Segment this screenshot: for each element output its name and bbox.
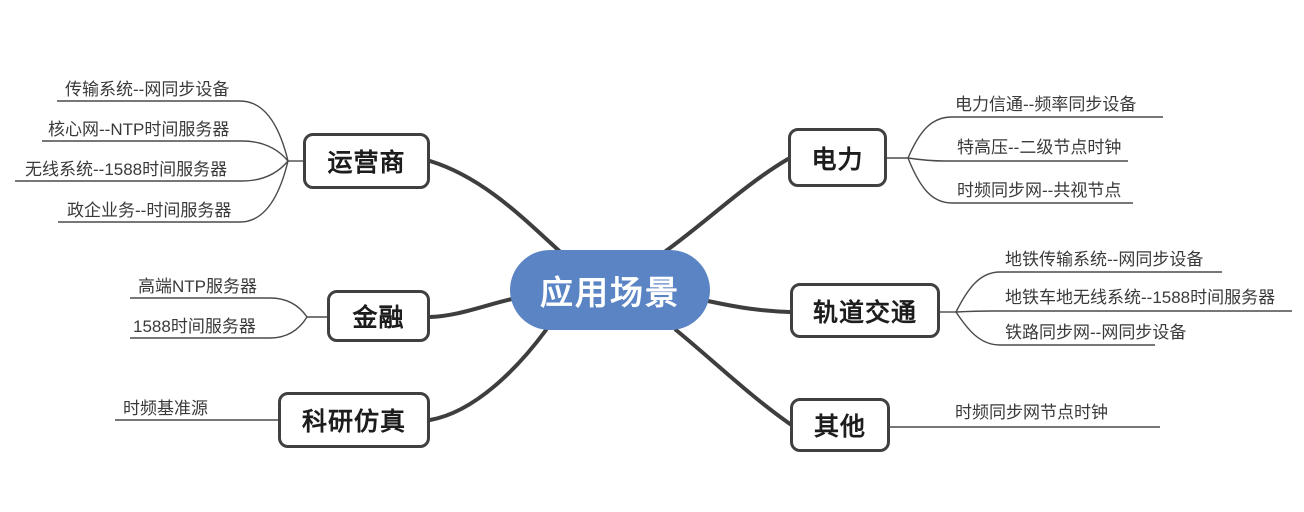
leaf-line-rail-3 [955,311,1155,346]
leaf-line-finance-2 [130,316,308,339]
branch-other[interactable]: 其他 [790,398,890,452]
branch-research-simulation[interactable]: 科研仿真 [278,392,430,448]
leaf-line-operators-3 [15,160,289,182]
central-topic[interactable]: 应用场景 [510,250,710,330]
branch-operators[interactable]: 运营商 [303,133,430,189]
branch-power[interactable]: 电力 [788,128,887,187]
branch-finance[interactable]: 金融 [327,290,430,342]
leaf-finance-1588-server[interactable]: 1588时间服务器 [133,317,256,336]
leaf-operators-wireless[interactable]: 无线系统--1588时间服务器 [25,160,228,179]
leaf-operators-core-network[interactable]: 核心网--NTP时间服务器 [48,120,230,139]
leaf-line-rail-1 [955,271,1222,313]
leaf-research-reference-source[interactable]: 时频基准源 [123,399,208,418]
connector-center-research [428,328,548,422]
leaf-line-finance-1 [130,297,308,318]
leaf-rail-metro-wireless[interactable]: 地铁车地无线系统--1588时间服务器 [1005,288,1276,307]
leaf-operators-government-enterprise[interactable]: 政企业务--时间服务器 [67,201,232,220]
branch-rail-transit[interactable]: 轨道交通 [790,283,940,338]
leaf-line-rail-2 [955,310,1292,313]
leaf-line-power-1 [907,116,1163,159]
leaf-other-node-clock[interactable]: 时频同步网节点时钟 [955,403,1108,422]
leaf-power-telecom[interactable]: 电力信通--频率同步设备 [955,95,1137,114]
connector-center-rail [706,299,792,314]
leaf-operators-transmission[interactable]: 传输系统--网同步设备 [65,80,230,99]
connector-center-operators [428,159,570,261]
leaf-line-power-2 [907,157,1128,162]
leaf-power-uhv[interactable]: 特高压--二级节点时钟 [957,138,1122,157]
connector-center-other [674,328,792,426]
leaf-line-operators-4 [58,160,289,223]
connector-center-power [654,157,790,260]
leaf-finance-ntp-server[interactable]: 高端NTP服务器 [138,277,257,296]
leaf-rail-metro-transmission[interactable]: 地铁传输系统--网同步设备 [1005,250,1204,269]
leaf-line-operators-2 [42,140,289,162]
connector-center-finance [428,297,514,319]
leaf-line-operators-1 [57,100,289,162]
leaf-power-sync-network[interactable]: 时频同步网--共视节点 [957,181,1122,200]
leaf-rail-railway-sync[interactable]: 铁路同步网--网同步设备 [1005,323,1187,342]
leaf-line-power-3 [907,157,1133,204]
